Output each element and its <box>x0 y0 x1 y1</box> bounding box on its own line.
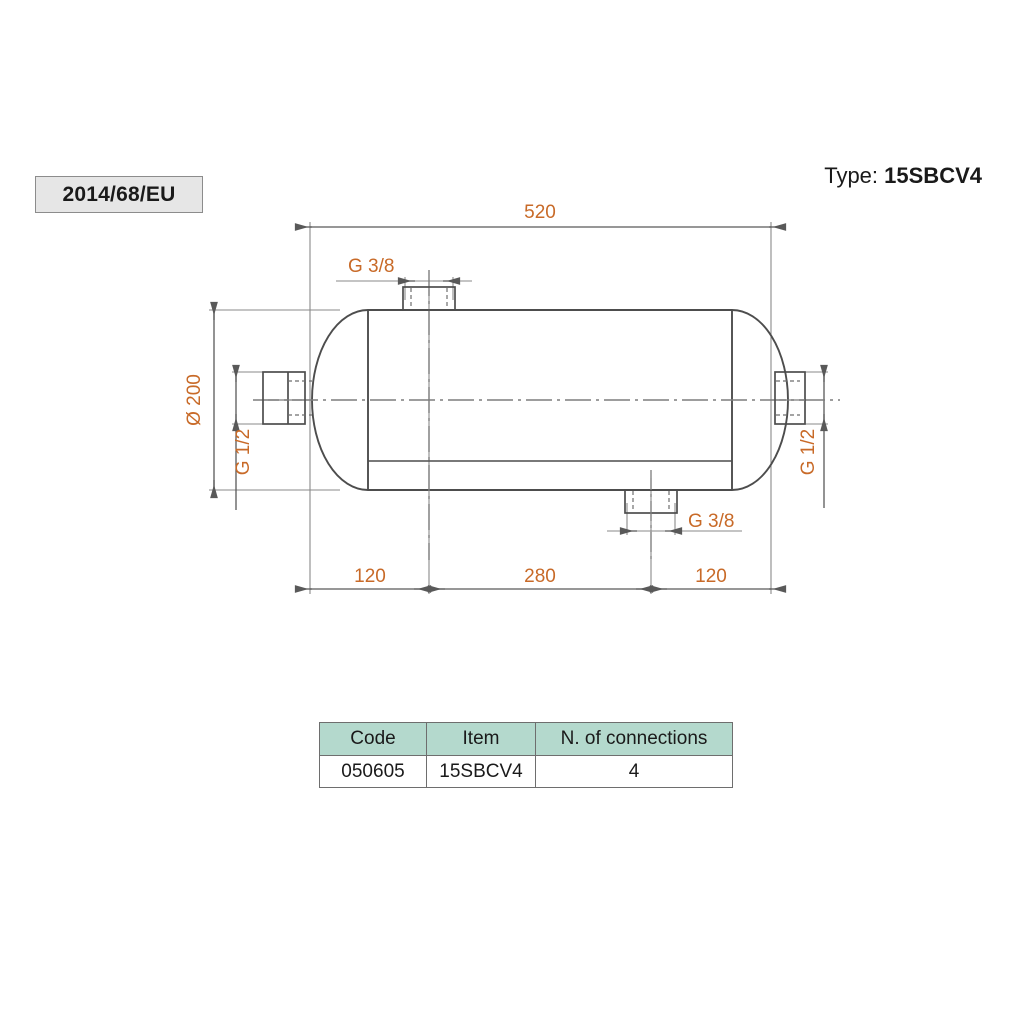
parts-table-header-connections: N. of connections <box>535 722 733 756</box>
nozzle-left <box>262 371 306 425</box>
dimension-label-segment-left: 120 <box>354 566 386 587</box>
nozzle-top <box>402 286 456 311</box>
nozzle-right-bore <box>776 380 800 416</box>
extension-lines <box>209 222 828 594</box>
dimension-label-segment-middle: 280 <box>524 566 556 587</box>
parts-table-header-code: Code <box>319 722 427 756</box>
connection-label-top: G 3/8 <box>348 256 394 277</box>
nozzle-bottom-bore <box>632 491 670 512</box>
nozzle-right <box>774 371 806 425</box>
connection-label-left: G 1/2 <box>233 429 254 475</box>
dimension-label-diameter: Ø 200 <box>184 374 205 426</box>
connection-label-right: G 1/2 <box>798 429 819 475</box>
parts-table-cell-item: 15SBCV4 <box>426 754 536 789</box>
parts-table: Code Item N. of connections 050605 15SBC… <box>319 722 733 789</box>
parts-table-header-item: Item <box>426 722 536 756</box>
nozzle-top-bore <box>410 288 448 309</box>
table-row: 050605 15SBCV4 4 <box>319 754 733 789</box>
type-label: Type: 15SBCV4 <box>824 163 982 189</box>
directive-badge: 2014/68/EU <box>35 176 203 213</box>
type-label-prefix: Type: <box>824 163 879 188</box>
parts-table-cell-code: 050605 <box>319 754 427 789</box>
nozzle-left-bore <box>288 380 312 416</box>
parts-table-header-row: Code Item N. of connections <box>319 722 733 756</box>
dimension-label-overall-length: 520 <box>524 202 556 223</box>
dimension-label-segment-right: 120 <box>695 566 727 587</box>
connection-label-bottom: G 3/8 <box>688 511 734 532</box>
directive-badge-label: 2014/68/EU <box>62 182 176 206</box>
parts-table-cell-connections: 4 <box>535 754 733 789</box>
type-label-value: 15SBCV4 <box>884 163 982 188</box>
